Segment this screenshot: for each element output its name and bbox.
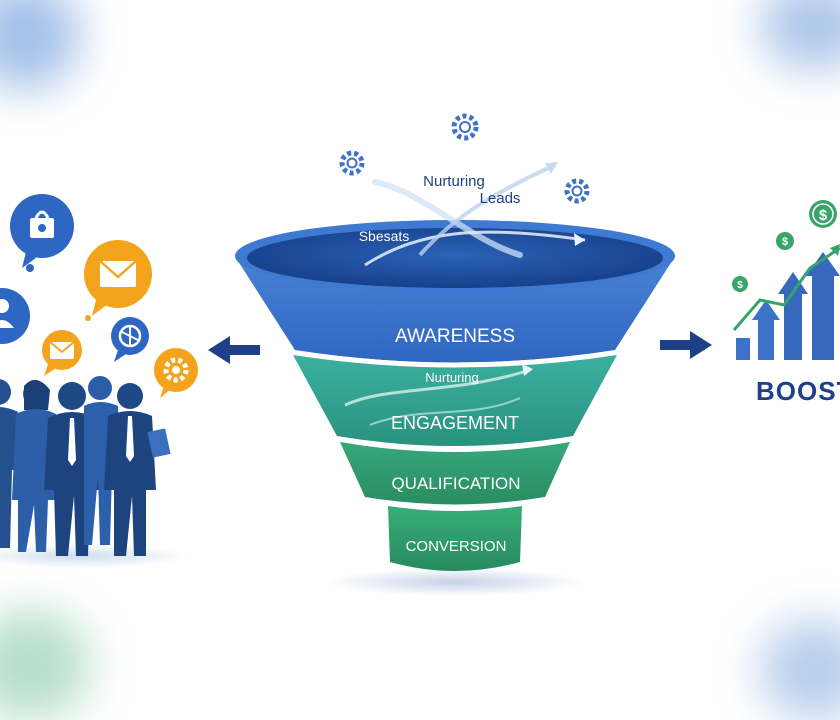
stream-2: [364, 230, 586, 267]
funnel-diagram: Nurturing Leads Sbesats AWARENESS Nurtur…: [0, 113, 840, 596]
business-people-group: [0, 376, 171, 556]
bubble-dot: [85, 315, 91, 321]
stream-arrow-1: [574, 233, 585, 246]
gear-icon: [163, 357, 189, 383]
nurturing-leads-line1: Nurturing: [423, 173, 485, 190]
stage-label-engagement: ENGAGEMENT: [391, 413, 519, 433]
separator-1: [292, 350, 618, 367]
stage-label-conversion: CONVERSION: [406, 538, 507, 555]
gear-icon: [451, 113, 479, 141]
gear-icon: [564, 178, 590, 204]
svg-text:$: $: [819, 207, 828, 224]
dollar-coin-icon: $: [809, 200, 837, 228]
bubble-user: [0, 288, 30, 344]
funnel-stage-qualification: [340, 442, 570, 505]
stream-arrow-2: [545, 162, 558, 174]
engagement-swirl-lower: [369, 397, 521, 426]
people-floor-shadow: [0, 544, 190, 568]
stream-3: [418, 163, 556, 257]
dollar-coin-icon: $: [776, 232, 794, 250]
separator-3: [365, 498, 545, 509]
stage-label-awareness: AWARENESS: [395, 326, 515, 347]
engagement-sub-label: Nurturing: [425, 370, 478, 385]
stream-1: [372, 179, 523, 258]
growth-chart-icon: [732, 244, 840, 360]
boost-label: BOOST: [756, 376, 840, 406]
funnel-stage-conversion: [388, 506, 522, 571]
svg-text:$: $: [782, 236, 788, 248]
bubble-email-small: [42, 330, 82, 376]
funnel-shadow: [325, 568, 585, 596]
engagement-swirl-arrow: [522, 364, 533, 376]
bubble-globe: [111, 317, 149, 362]
dollar-coin-icon: $: [732, 276, 748, 292]
arrow-right-icon: [660, 331, 712, 359]
growth-bar: [784, 292, 802, 360]
bubble-gear: [154, 348, 198, 398]
bubble-dot: [26, 264, 34, 272]
funnel-basin: [247, 228, 663, 288]
growth-bar: [736, 338, 750, 360]
growth-bar: [812, 272, 834, 360]
growth-line: [732, 246, 840, 331]
growth-bar: [758, 318, 774, 360]
bubble-email: [84, 240, 152, 316]
basin-surface-label: Sbesats: [359, 228, 410, 244]
bubble-shopping-bag: [10, 194, 74, 268]
arrow-left-icon: [208, 336, 260, 364]
engagement-swirl: [344, 368, 531, 407]
nurturing-leads-line2: Leads: [480, 190, 521, 207]
svg-text:$: $: [737, 280, 743, 291]
separator-2: [337, 437, 573, 451]
user-icon: [0, 299, 9, 313]
gear-icon: [339, 150, 365, 176]
stage-label-qualification: QUALIFICATION: [391, 474, 520, 493]
